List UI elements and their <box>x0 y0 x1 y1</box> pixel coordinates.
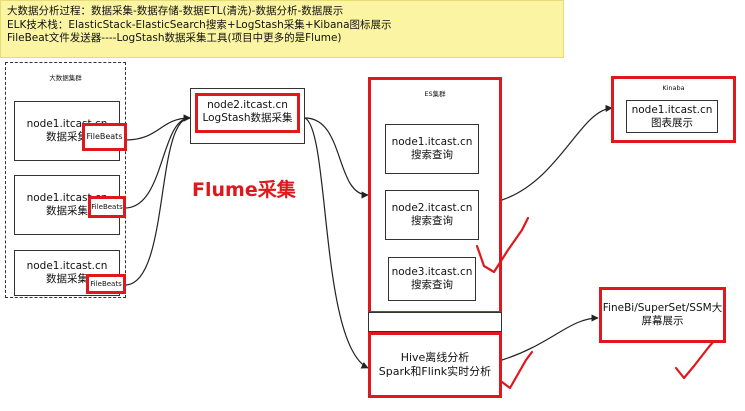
filebeats-2-label: FileBeats <box>91 203 123 211</box>
filebeats-3: FileBeats <box>86 274 126 294</box>
kibana-cluster <box>611 76 736 143</box>
flume-label: Flume采集 <box>192 179 296 201</box>
es-node-2-host: node2.itcast.cn <box>391 202 473 214</box>
hive-line-1: Hive离线分析 <box>400 351 470 364</box>
arrow-logstash-to-hive <box>304 117 369 369</box>
hive-text: Hive离线分析 Spark和Flink实时分析 <box>370 345 500 385</box>
note-line-3: FileBeat文件发送器----LogStash数据采集工具(项目中更多的是F… <box>7 32 342 44</box>
arrow-es-to-kibana <box>501 104 613 201</box>
arrow-hive-to-finebi <box>501 314 599 361</box>
arrow-logstash-to-es <box>304 117 369 199</box>
es-node-3-host: node3.itcast.cn <box>391 266 473 278</box>
logstash-node: node2.itcast.cn LogStash数据采集 <box>190 88 305 144</box>
kibana-node: node1.itcast.cn 图表展示 <box>626 100 718 133</box>
es-node-1-role: 搜索查询 <box>411 149 453 161</box>
arrow-node3-to-logstash <box>124 114 191 286</box>
check-mark-finebi <box>674 334 720 380</box>
cluster-node-3-role: 数据采集 <box>46 273 88 285</box>
cluster-title: 大数据集群 <box>49 74 82 82</box>
finebi-line-1: FineBi/SuperSet/SSM大 <box>602 302 723 314</box>
hive-highlight <box>368 332 502 398</box>
kibana-title: Kinaba <box>662 84 685 92</box>
filebeats-2: FileBeats <box>88 196 126 218</box>
process-note: 大数据分析过程：数据采集-数据存储-数据ETL(清洗)-数据分析-数据展示 EL… <box>0 0 564 58</box>
filebeats-3-label: FileBeats <box>90 280 122 288</box>
note-line-1: 大数据分析过程：数据采集-数据存储-数据ETL(清洗)-数据分析-数据展示 <box>7 5 344 17</box>
check-mark-hive <box>500 350 534 390</box>
logstash-role: LogStash数据采集 <box>202 112 293 124</box>
es-cluster-title: ES集群 <box>424 90 446 98</box>
filebeats-1-label: FileBeats <box>86 132 123 141</box>
es-node-2: node2.itcast.cn 搜索查询 <box>385 190 479 240</box>
es-node-1-host: node1.itcast.cn <box>391 136 473 148</box>
hive-line-2: Spark和Flink实时分析 <box>378 365 492 378</box>
arrow-node2-to-logstash <box>124 114 191 209</box>
hive-divider <box>368 331 502 332</box>
cluster-node-2-role: 数据采集 <box>46 205 88 217</box>
kibana-host: node1.itcast.cn <box>631 103 713 116</box>
big-data-cluster <box>5 62 126 298</box>
es-node-1: node1.itcast.cn 搜索查询 <box>385 124 479 174</box>
finebi-line-2: 屏幕展示 <box>641 315 684 327</box>
note-line-2: ELK技术栈：ElasticStack-ElasticSearch搜索+LogS… <box>7 18 392 31</box>
logstash-host: node2.itcast.cn <box>207 99 288 111</box>
filebeats-1: FileBeats <box>82 123 127 151</box>
finebi-display: FineBi/SuperSet/SSM大 屏幕展示 <box>599 287 726 343</box>
kibana-role: 图表展示 <box>651 116 693 129</box>
cluster-node-2-host: node1.itcast.cn <box>26 192 108 204</box>
es-node-3-role: 搜索查询 <box>411 279 453 291</box>
cluster-node-3-host: node1.itcast.cn <box>26 260 108 272</box>
es-node-3: node3.itcast.cn 搜索查询 <box>388 257 476 301</box>
cluster-node-1-role: 数据采集 <box>46 131 88 143</box>
logstash-highlight <box>195 93 300 133</box>
es-node-2-role: 搜索查询 <box>411 215 453 227</box>
arrow-node1-to-logstash <box>124 114 191 141</box>
